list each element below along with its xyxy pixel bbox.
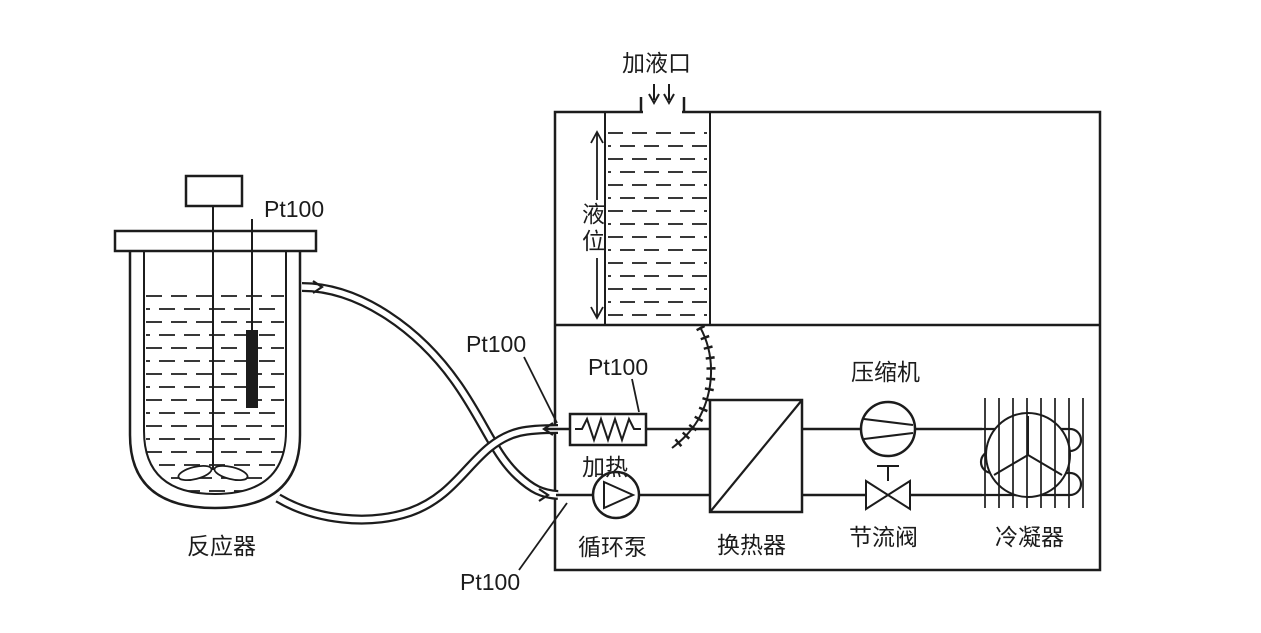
valve-right-triangle	[886, 479, 911, 511]
reactor-liquid	[146, 295, 284, 492]
leader-inlet-pt100	[523, 356, 558, 424]
pt100-probe-icon	[246, 330, 258, 408]
flow-arrow-pump-icon	[538, 488, 550, 502]
condenser-label: 冷凝器	[995, 524, 1064, 550]
flow-arrow-out-icon	[312, 280, 324, 294]
vessel-outer-wall	[128, 251, 302, 510]
condenser-coil-icon	[979, 427, 1083, 497]
vessel-inner-wall	[143, 251, 287, 496]
stirrer-blades-icon	[177, 464, 249, 482]
bath-tank	[553, 84, 1102, 572]
bath-outline	[553, 110, 1102, 572]
graduated-hose	[669, 324, 716, 452]
reactor-lid	[113, 229, 318, 253]
circulation-pipes	[275, 280, 559, 525]
leader-heater-pt100	[631, 378, 640, 413]
heat-exchanger-label: 换热器	[717, 532, 786, 558]
throttle-valve-label: 节流阀	[849, 524, 918, 550]
heater-label: 加热	[582, 454, 628, 480]
heat-exchanger	[708, 398, 804, 514]
compressor-body	[859, 400, 917, 458]
fill-arrows-icon	[648, 84, 675, 106]
leader-pump-pt100	[518, 502, 568, 571]
pipe-upper	[301, 282, 559, 500]
liquid-level-label: 液位	[578, 200, 605, 258]
throttle-valve	[802, 465, 982, 511]
stirrer-motor-box	[184, 174, 244, 208]
liquid-column	[604, 112, 711, 325]
circulation-pump	[556, 470, 710, 520]
compressor-label: 压缩机	[851, 359, 920, 385]
reactor-label: 反应器	[187, 533, 256, 559]
heat-exchanger-diagonal	[709, 399, 803, 513]
valve-left-triangle	[865, 479, 890, 511]
fill-port-label: 加液口	[622, 50, 691, 76]
reactor-pt100-label: Pt100	[264, 196, 325, 222]
heater-pt100-label: Pt100	[588, 354, 649, 380]
compressor	[802, 400, 982, 458]
reactor	[113, 174, 318, 510]
condenser-grille-icon	[984, 398, 1084, 508]
inlet-pipe-pt100-label: Pt100	[466, 331, 527, 357]
fill-port	[639, 97, 686, 114]
condenser	[979, 398, 1084, 508]
bath-liquid	[608, 132, 707, 316]
pump-pt100-label: Pt100	[460, 569, 521, 595]
pump-label: 循环泵	[578, 534, 647, 560]
heater-coil-icon	[575, 415, 641, 444]
heater	[544, 412, 710, 447]
pump-impeller-icon	[603, 480, 636, 510]
